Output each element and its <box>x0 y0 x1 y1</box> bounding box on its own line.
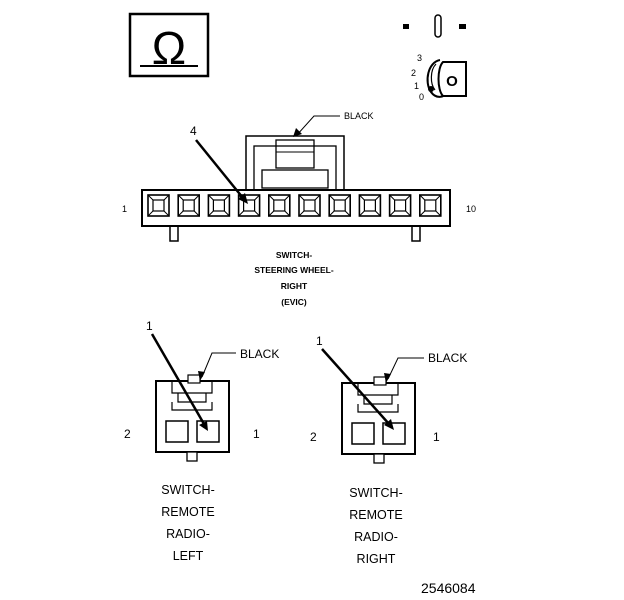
right-pin-1-label: 1 <box>433 430 440 444</box>
ignition-switch-icon: 3 2 1 0 O <box>403 14 467 102</box>
ohm-meter-icon: Ω <box>128 12 210 78</box>
main-caption-line-4: (EVIC) <box>281 297 307 307</box>
right-wire-color: BLACK <box>428 351 467 365</box>
main-callout-number: 4 <box>190 124 197 138</box>
left-cavity-2 <box>165 420 189 443</box>
key-position-1: 1 <box>414 81 419 91</box>
right-caption-line-4: RIGHT <box>357 552 396 566</box>
left-caption-line-4: LEFT <box>173 549 204 563</box>
main-cavity-6 <box>298 194 321 217</box>
left-callout-arrow <box>150 333 206 425</box>
key-position-0: 0 <box>419 92 424 102</box>
right-cavity-1 <box>382 422 406 445</box>
left-wire-color: BLACK <box>240 347 279 361</box>
right-callout-arrow <box>321 348 390 425</box>
right-callout-number: 1 <box>316 334 323 348</box>
main-cavity-2 <box>177 194 200 217</box>
right-pin-2-label: 2 <box>310 430 317 444</box>
main-connector-cavities <box>147 194 442 217</box>
main-wire-color: BLACK <box>344 111 374 121</box>
right-caption-line-2: REMOTE <box>349 508 402 522</box>
figure-number: 2546084 <box>421 580 476 596</box>
right-caption-line-1: SWITCH- <box>349 486 402 500</box>
key-position-3: 3 <box>417 53 422 63</box>
main-connector: 1 10 BLACK 4 SWITCH- STEERING WHEEL- RIG… <box>122 111 476 307</box>
main-cavity-10 <box>418 194 442 217</box>
main-cavity-3 <box>207 194 231 217</box>
left-wire-leader <box>201 352 236 378</box>
key-letter: O <box>446 73 458 90</box>
left-callout-number: 1 <box>146 319 153 333</box>
main-pin-1-label: 1 <box>122 204 127 214</box>
main-wire-arrowhead <box>293 128 302 137</box>
key-position-2: 2 <box>411 68 416 78</box>
main-caption-line-2: STEERING WHEEL- <box>254 265 334 275</box>
main-wire-leader <box>295 115 340 137</box>
left-caption-line-2: REMOTE <box>161 505 214 519</box>
left-connector: 2 1 BLACK 1 SWITCH- REMOTE RADIO- LEFT <box>124 319 279 563</box>
main-pin-10-label: 10 <box>466 204 476 214</box>
main-cavity-9 <box>388 194 412 217</box>
main-caption-line-3: RIGHT <box>281 281 308 291</box>
right-caption-line-3: RADIO- <box>354 530 398 544</box>
left-caption-line-1: SWITCH- <box>161 483 214 497</box>
main-caption-line-1: SWITCH- <box>276 250 313 260</box>
left-pin-2-label: 2 <box>124 427 131 441</box>
right-connector: 2 1 BLACK 1 SWITCH- REMOTE RADIO- RIGHT <box>310 334 467 566</box>
main-cavity-5 <box>267 194 291 217</box>
main-cavity-7 <box>328 194 352 217</box>
left-cavity-1 <box>196 420 220 443</box>
main-cavity-1 <box>147 194 170 217</box>
main-cavity-8 <box>358 194 382 217</box>
right-wire-leader <box>387 357 424 380</box>
main-callout-arrow <box>195 139 244 199</box>
right-cavity-2 <box>351 422 375 445</box>
left-caption-line-3: RADIO- <box>166 527 210 541</box>
left-pin-1-label: 1 <box>253 427 260 441</box>
